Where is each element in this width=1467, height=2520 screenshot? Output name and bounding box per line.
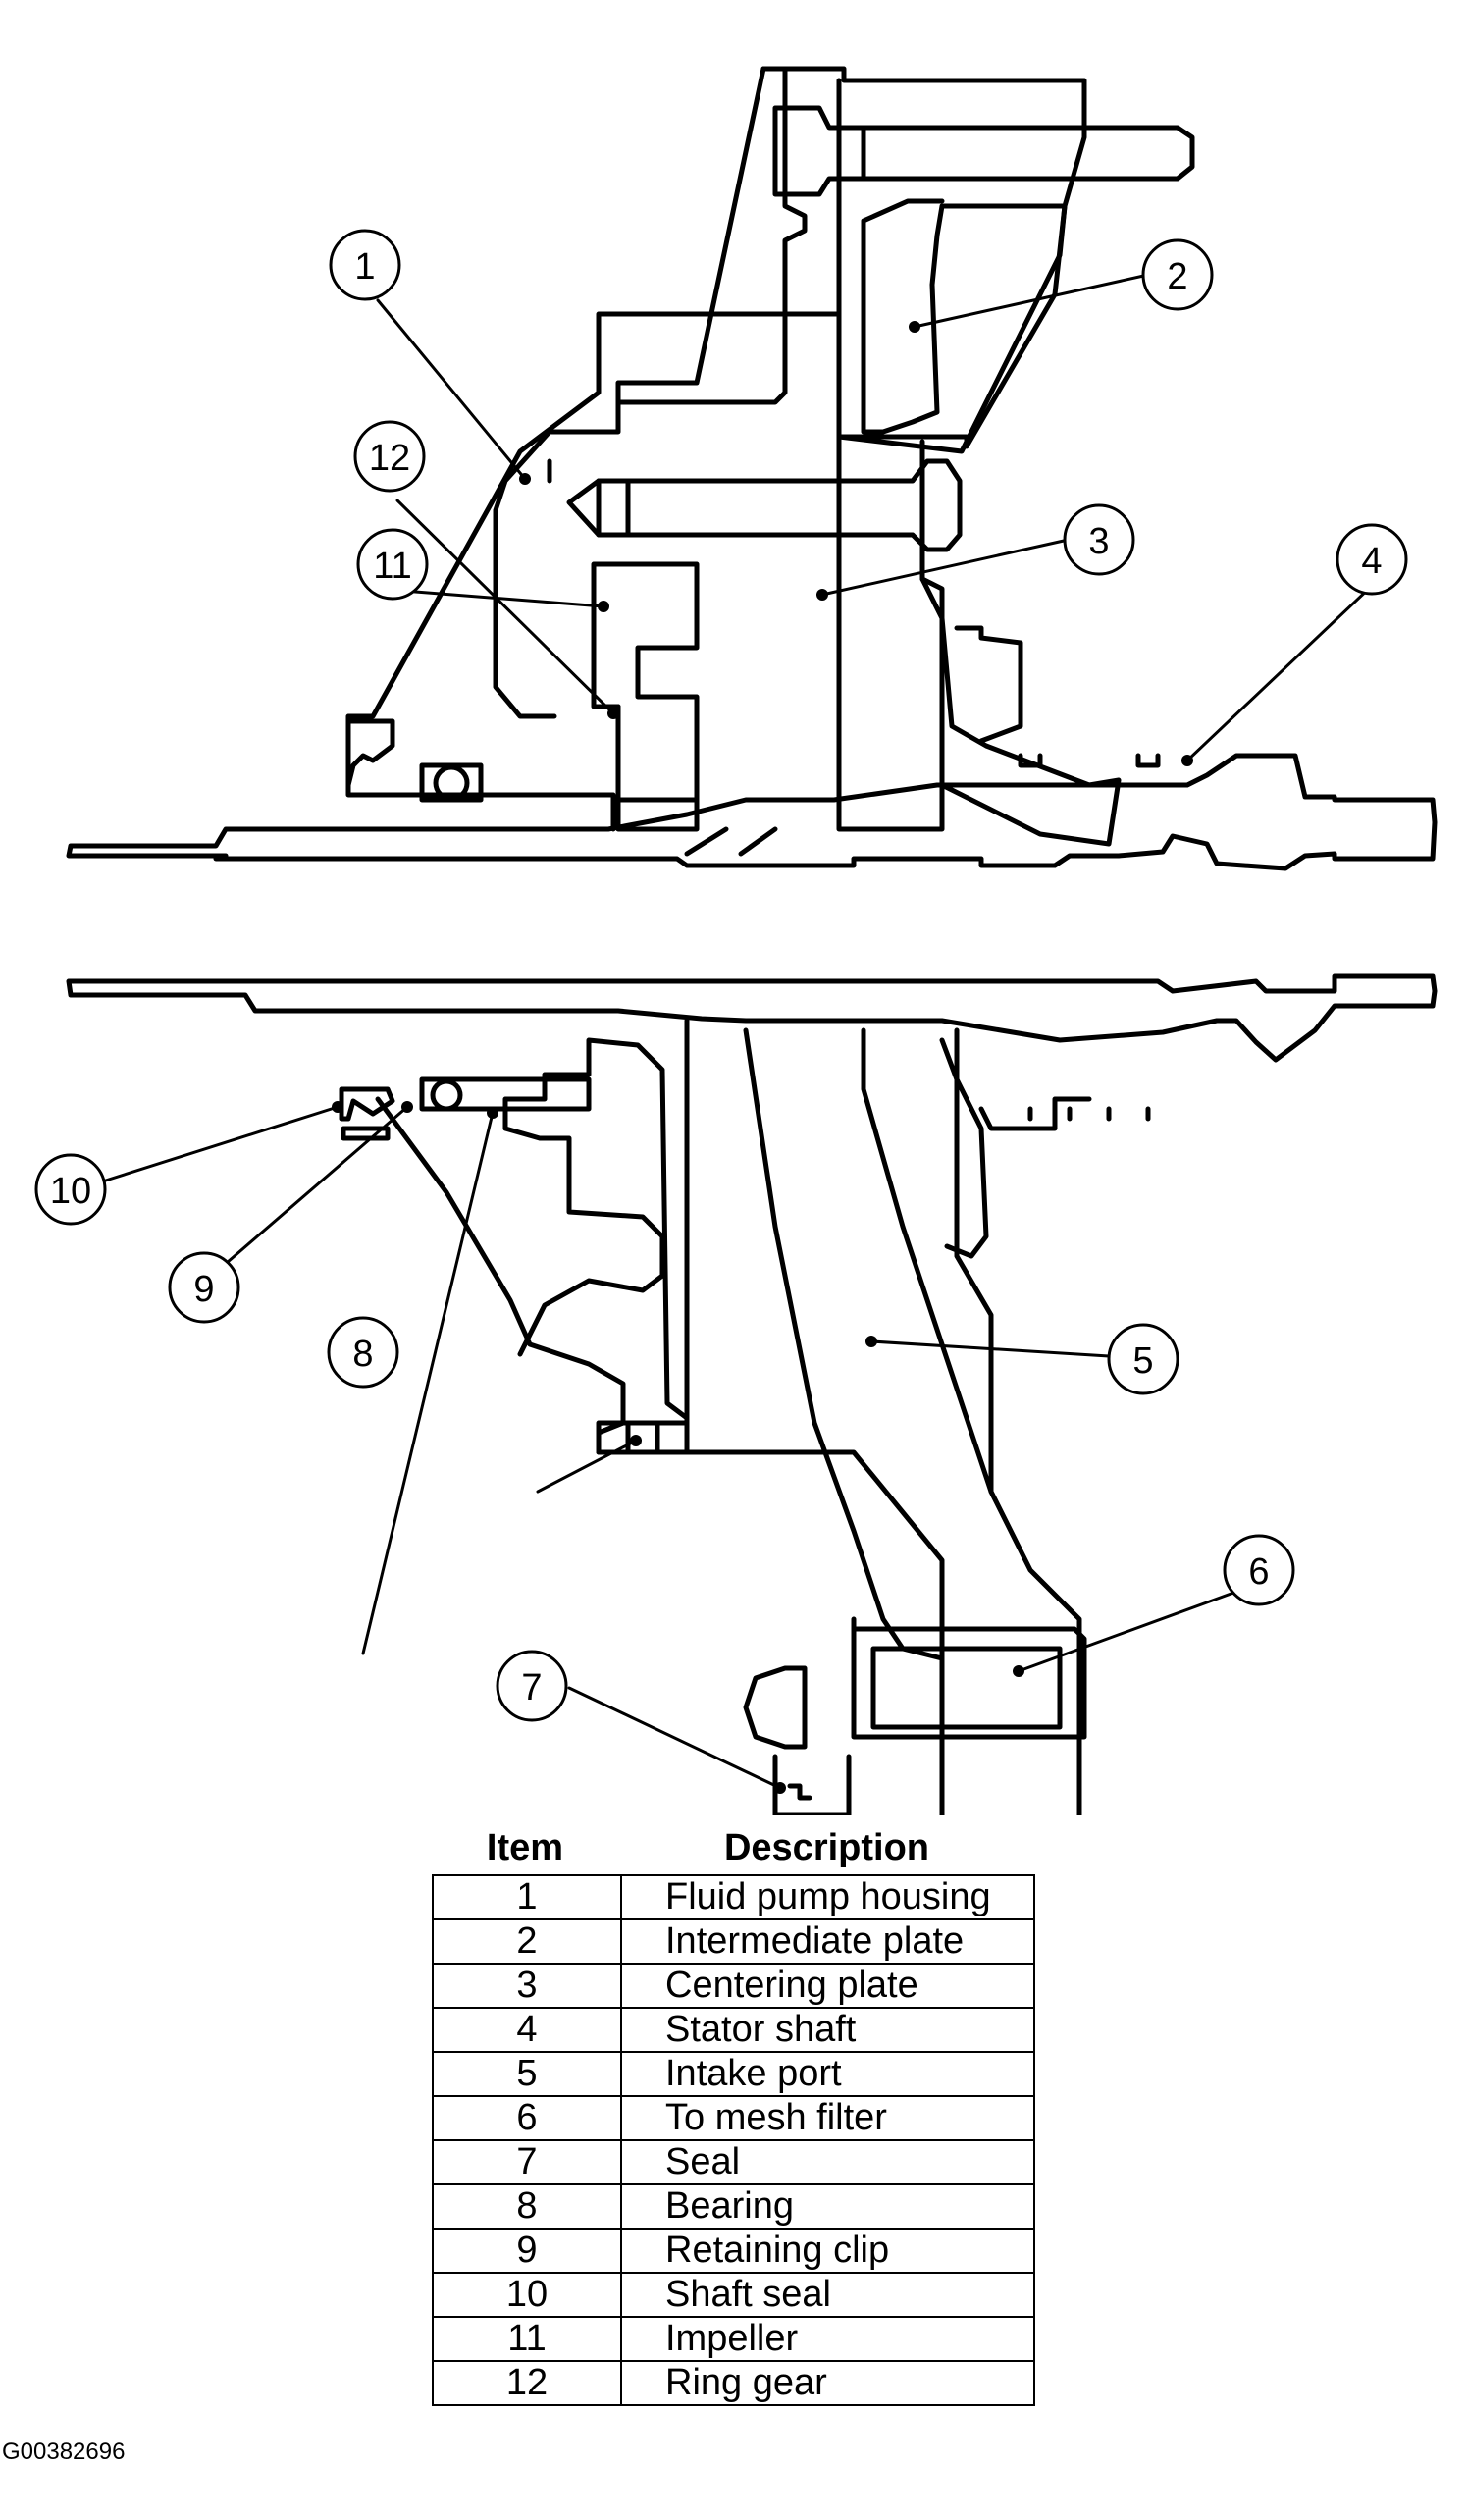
callout-label: 2	[1167, 256, 1187, 297]
callout-label: 7	[521, 1667, 542, 1708]
callout-label: 5	[1132, 1340, 1153, 1382]
legend-header: Item Description	[432, 1827, 1035, 1874]
callout-label: 4	[1361, 541, 1382, 582]
item-description: Shaft seal	[620, 2272, 1035, 2318]
callout-2: 2	[1141, 238, 1214, 311]
callout-10: 10	[34, 1153, 107, 1226]
callout-1: 1	[329, 229, 401, 301]
leader-lines	[91, 273, 1376, 1790]
lower-bolt	[743, 1665, 808, 1750]
leader-dots	[332, 321, 1193, 1794]
item-description: Stator shaft	[620, 2007, 1035, 2053]
callout-4: 4	[1336, 523, 1408, 596]
callout-11: 11	[356, 528, 429, 601]
shaft-seal	[339, 1086, 395, 1122]
impeller	[615, 704, 700, 832]
ring-gear	[591, 561, 700, 803]
item-description: Seal	[620, 2139, 1035, 2185]
callout-label: 1	[354, 246, 375, 288]
item-number: 1	[432, 1874, 622, 1920]
callout-6: 6	[1223, 1534, 1295, 1606]
item-description: Intake port	[620, 2051, 1035, 2097]
upper-bolt	[772, 105, 1195, 197]
callout-5: 5	[1107, 1323, 1179, 1395]
pump-cross-section-diagram: 1 2 3 4 5 6 7 8	[34, 66, 1438, 1815]
mesh-filter	[851, 1616, 1087, 1740]
item-description: Impeller	[620, 2316, 1035, 2362]
callout-8: 8	[327, 1316, 399, 1389]
item-number: 6	[432, 2095, 622, 2141]
legend-header-item: Item	[486, 1827, 564, 1868]
upper-seal	[345, 718, 395, 788]
upper-section	[66, 66, 1438, 871]
callout-label: 8	[352, 1334, 373, 1375]
item-number: 3	[432, 1963, 622, 2009]
intermediate-plate	[836, 78, 1068, 449]
item-number: 10	[432, 2272, 622, 2318]
housing-tower	[345, 66, 1087, 832]
callout-label: 6	[1248, 1551, 1269, 1593]
callout-3: 3	[1063, 503, 1135, 576]
housing-inner-wall	[493, 66, 766, 719]
item-number: 8	[432, 2183, 622, 2230]
callout-label: 10	[50, 1171, 91, 1212]
callout-12: 12	[353, 420, 426, 493]
callout-9: 9	[168, 1251, 240, 1324]
middle-bolt	[566, 458, 963, 552]
lower-shaft-outline	[66, 973, 1438, 1063]
callout-label: 11	[373, 546, 411, 587]
item-description: Retaining clip	[620, 2228, 1035, 2274]
figure-id: G00382696	[2, 2439, 126, 2465]
item-description: Fluid pump housing	[620, 1874, 1035, 1920]
item-number: 2	[432, 1918, 622, 1965]
legend-header-description: Description	[723, 1827, 930, 1868]
stator-shaft-body	[919, 576, 1122, 847]
callout-label: 12	[369, 438, 410, 479]
item-description: Ring gear	[620, 2360, 1035, 2406]
item-number: 5	[432, 2051, 622, 2097]
intake-port	[684, 1018, 1082, 1815]
lower-section	[66, 973, 1438, 1815]
callout-label: 3	[1088, 521, 1109, 562]
callout-label: 9	[193, 1269, 214, 1310]
item-description: Bearing	[620, 2183, 1035, 2230]
centering-plate	[836, 434, 945, 832]
upper-shaft-outline	[66, 753, 1438, 871]
item-number: 4	[432, 2007, 622, 2053]
item-description: Intermediate plate	[620, 1918, 1035, 1965]
item-number: 12	[432, 2360, 622, 2406]
item-description: To mesh filter	[620, 2095, 1035, 2141]
lower-bearing-ball	[430, 1078, 463, 1112]
item-description: Centering plate	[620, 1963, 1035, 2009]
item-number: 11	[432, 2316, 622, 2362]
item-number: 7	[432, 2139, 622, 2185]
callout-7: 7	[496, 1650, 568, 1722]
lower-housing	[375, 1037, 690, 1455]
item-number: 9	[432, 2228, 622, 2274]
lower-stub	[772, 1754, 852, 1815]
callouts: 1 2 3 4 5 6 7 8	[34, 229, 1408, 1722]
